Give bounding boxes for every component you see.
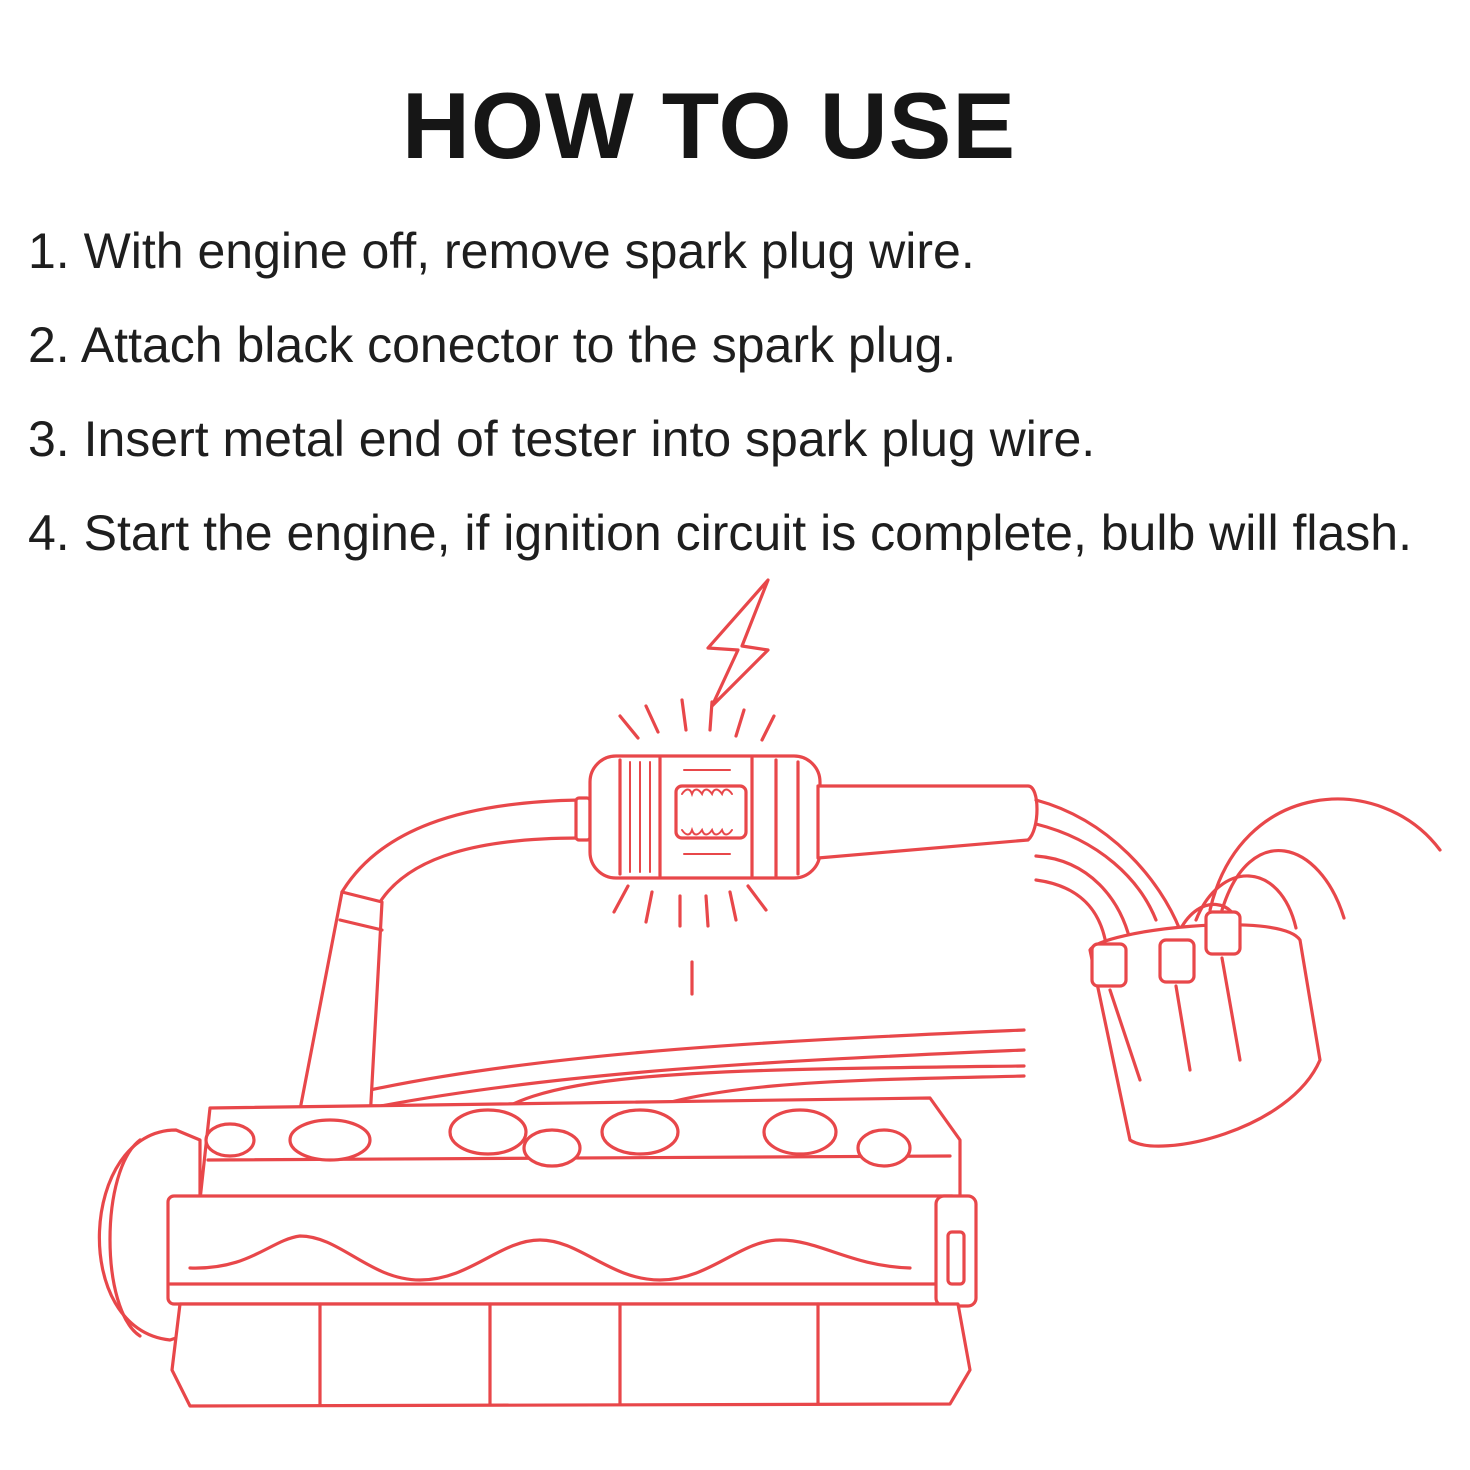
instruction-step-1: 1. With engine off, remove spark plug wi… [28,223,975,279]
flash-rays-icon [612,698,776,996]
engine-tester-illustration [97,578,1442,1408]
instruction-list: 1. With engine off, remove spark plug wi… [28,204,1412,580]
lightning-bolt-icon [706,578,770,708]
instruction-step-2: 2. Attach black conector to the spark pl… [28,317,957,373]
spark-tester-icon [340,754,1039,904]
engine-block-icon [97,890,1026,1408]
page-title: HOW TO USE [401,72,1017,178]
distributor-cap-icon [1034,797,1442,1148]
instruction-step-3: 3. Insert metal end of tester into spark… [28,411,1096,467]
instruction-step-4: 4. Start the engine, if ignition circuit… [28,505,1413,561]
